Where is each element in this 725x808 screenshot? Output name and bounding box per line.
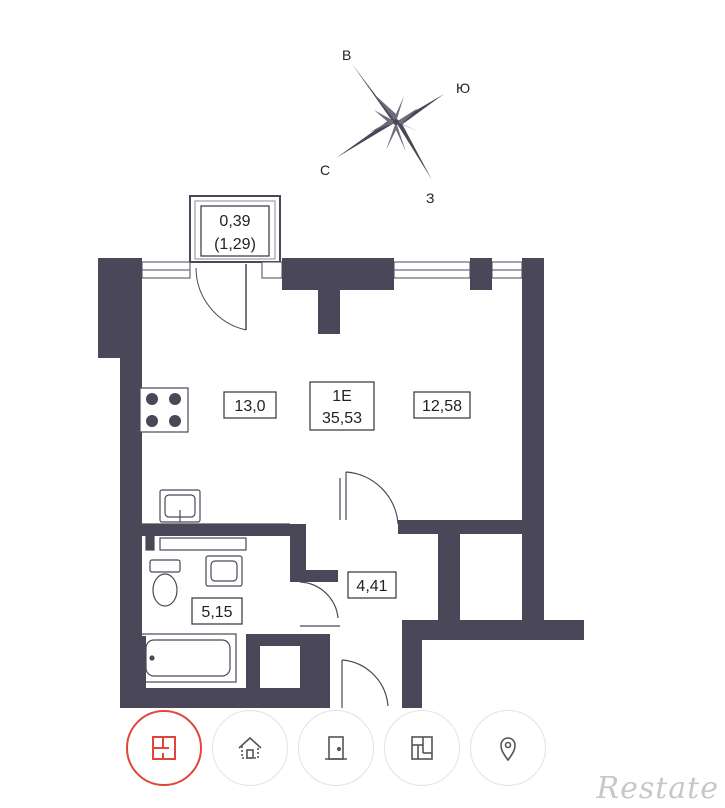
location-pin-icon <box>500 737 516 762</box>
compass-w: С <box>320 162 330 178</box>
area-labels: 0,39 (1,29) 13,0 1Е 35,53 12,58 4,41 5,1… <box>191 205 471 625</box>
door-button[interactable] <box>298 710 374 786</box>
stove <box>139 387 189 433</box>
view-toolbar <box>126 710 546 788</box>
kitchen-sink <box>159 489 201 523</box>
door-icon <box>325 736 347 760</box>
location-button[interactable] <box>470 710 546 786</box>
bath-fixtures <box>139 535 247 683</box>
flat-area: 35,53 <box>322 410 362 427</box>
watermark-logo: Restate <box>596 771 719 806</box>
floorplan-icon <box>152 736 176 760</box>
balcony-area-total: (1,29) <box>214 236 256 253</box>
balcony <box>189 195 281 331</box>
floor-layout-button[interactable] <box>384 710 460 786</box>
compass-rose <box>336 64 444 180</box>
floor-layout-icon <box>411 736 433 760</box>
house-icon <box>238 736 262 759</box>
kitchen-area: 13,0 <box>234 398 265 415</box>
hall-area: 4,41 <box>356 578 387 595</box>
compass-s: З <box>426 190 434 206</box>
bath-area: 5,15 <box>201 604 232 621</box>
compass-n: В <box>342 47 351 63</box>
compass-e: Ю <box>456 80 470 96</box>
balcony-area: 0,39 <box>219 213 250 230</box>
house-button[interactable] <box>212 710 288 786</box>
floorplan-button[interactable] <box>126 710 202 786</box>
living-area: 12,58 <box>422 398 462 415</box>
windows <box>141 261 523 279</box>
partitions <box>142 471 399 708</box>
flat-type: 1Е <box>332 388 352 405</box>
walls <box>98 258 584 708</box>
